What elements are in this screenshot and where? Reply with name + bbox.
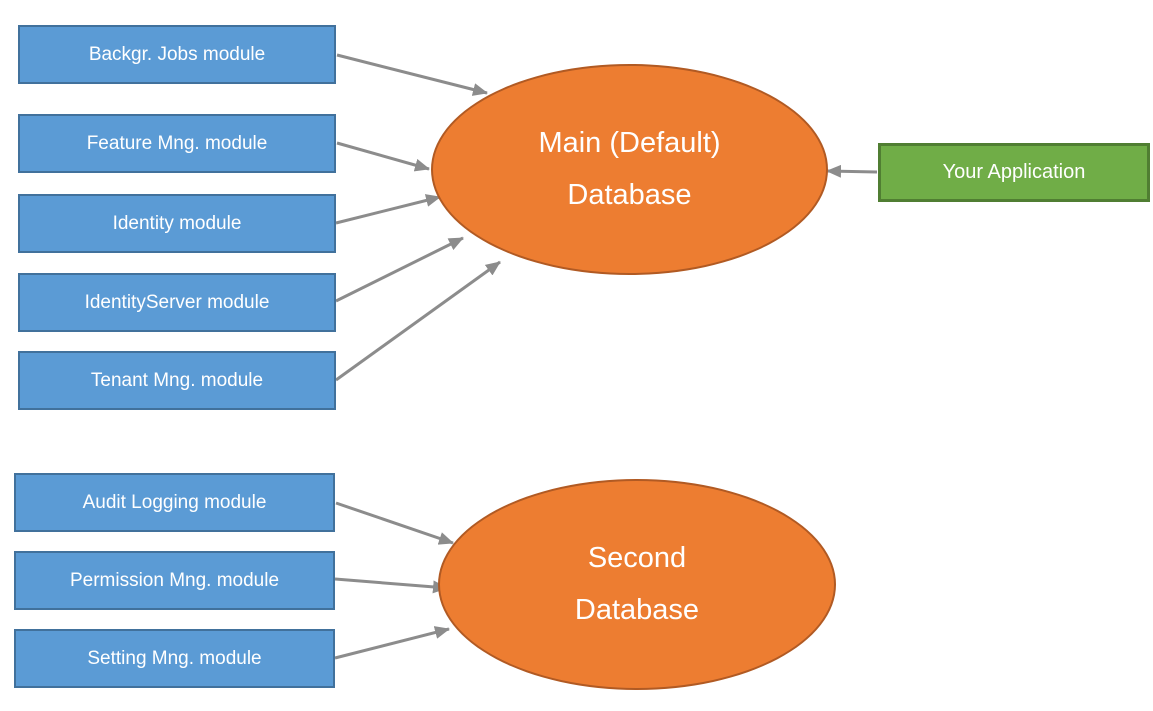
node-label: IdentityServer module <box>84 291 270 313</box>
node-label: Permission Mng. module <box>69 569 280 591</box>
arrow-application-to-main-db <box>826 164 878 178</box>
node-second-database: Second Database <box>438 479 836 690</box>
database-label-line2: Database <box>567 178 692 211</box>
node-feature-mng-module: Feature Mng. module <box>18 114 336 173</box>
node-label: Tenant Mng. module <box>90 369 264 391</box>
node-label: Feature Mng. module <box>86 132 268 154</box>
node-permission-mng-module: Permission Mng. module <box>14 551 335 610</box>
node-label: Identity module <box>112 212 242 234</box>
arrow-setting-mng-to-second-db <box>334 626 450 660</box>
node-identityserver-module: IdentityServer module <box>18 273 336 332</box>
arrow-audit-logging-to-second-db <box>335 501 454 545</box>
node-label: Audit Logging module <box>82 491 267 513</box>
database-label-line2: Database <box>574 593 700 626</box>
node-label: Setting Mng. module <box>87 647 262 669</box>
node-label: Backgr. Jobs module <box>88 43 266 65</box>
arrow-tenant-mng-to-main-db <box>335 260 501 382</box>
node-your-application: Your Application <box>878 143 1150 202</box>
database-label-line1: Second <box>587 541 687 574</box>
arrow-identity-to-main-db <box>335 194 441 225</box>
node-audit-logging-module: Audit Logging module <box>14 473 335 532</box>
node-label: Your Application <box>942 161 1086 183</box>
node-identity-module: Identity module <box>18 194 336 253</box>
arrow-backgr-jobs-to-main-db <box>336 53 488 96</box>
node-main-default-database: Main (Default) Database <box>431 64 828 275</box>
node-backgr-jobs-module: Backgr. Jobs module <box>18 25 336 84</box>
arrow-permission-mng-to-second-db <box>334 577 448 594</box>
arrow-identityserver-to-main-db <box>335 236 464 303</box>
node-tenant-mng-module: Tenant Mng. module <box>18 351 336 410</box>
database-label-line1: Main (Default) <box>538 126 721 159</box>
node-setting-mng-module: Setting Mng. module <box>14 629 335 688</box>
arrow-feature-mng-to-main-db <box>336 141 430 172</box>
